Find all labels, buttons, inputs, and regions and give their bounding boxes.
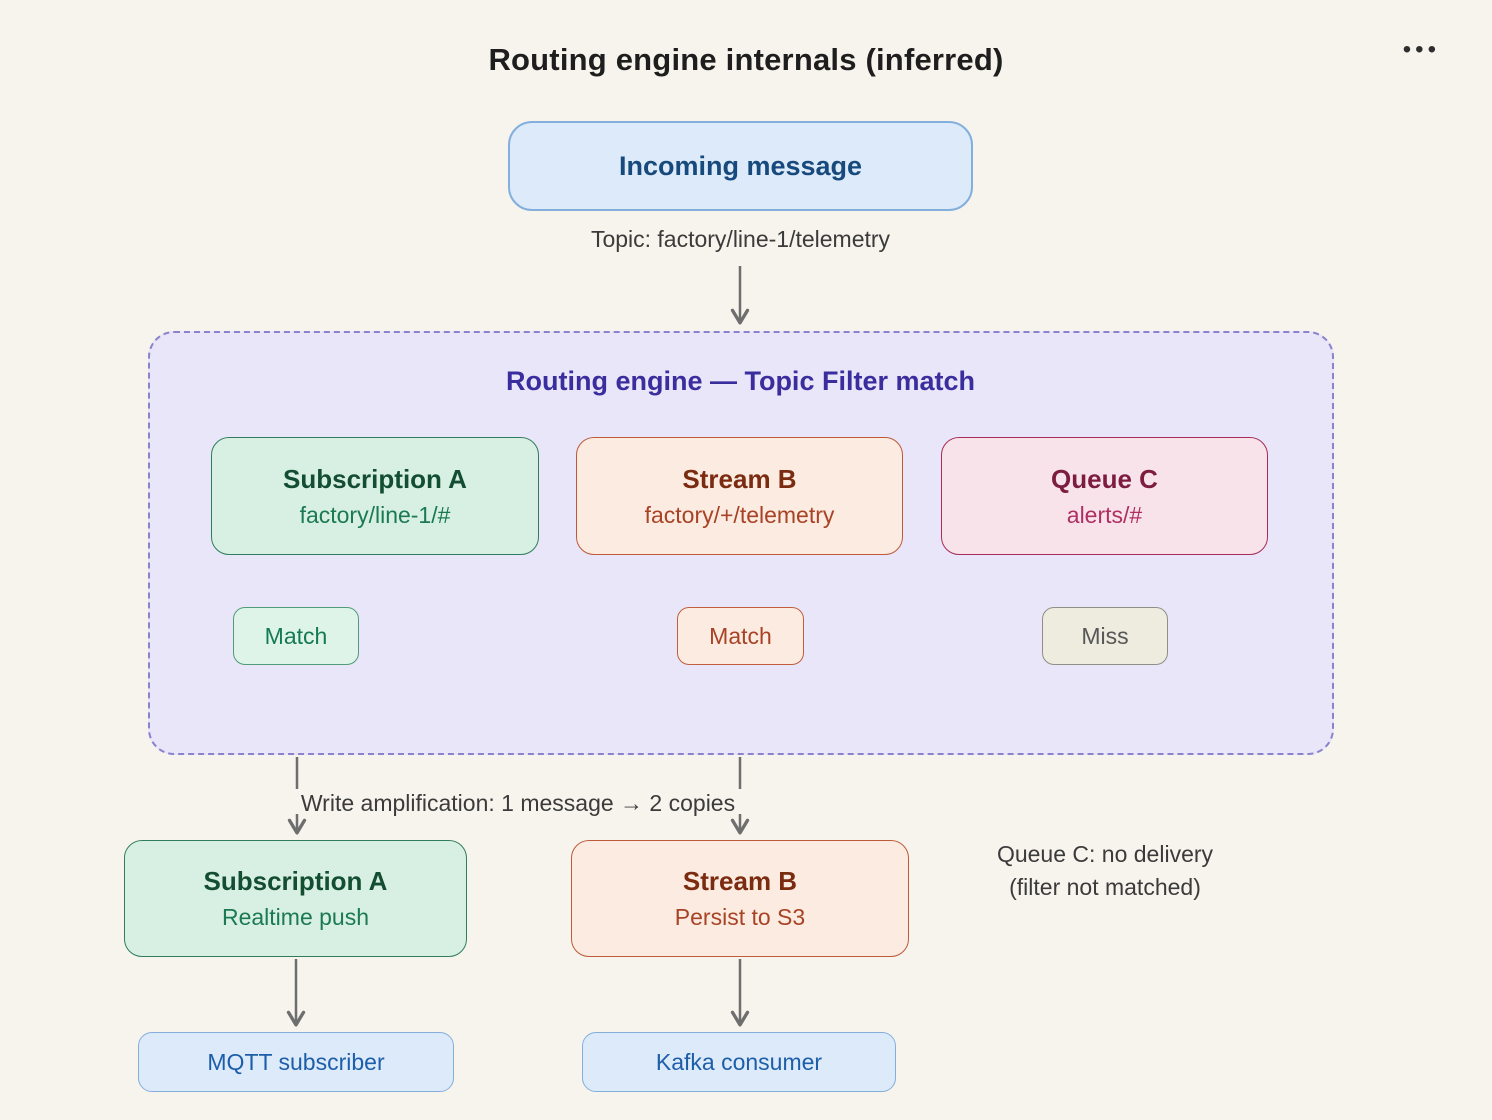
consumer-kafka-node: Kafka consumer (582, 1032, 896, 1092)
filter-subscription-a-name: Subscription A (283, 463, 467, 494)
incoming-message-node: Incoming message (508, 121, 973, 211)
result-chip-queue-c: Miss (1042, 607, 1168, 665)
consumer-kafka-label: Kafka consumer (655, 1048, 823, 1075)
page-title: Routing engine internals (inferred) (488, 42, 1004, 77)
filter-stream-b-node: Stream B factory/+/telemetry (576, 437, 903, 555)
output-stream-b-detail: Persist to S3 (674, 904, 806, 930)
result-chip-stream-b: Match (677, 607, 804, 665)
routing-engine-title: Routing engine — Topic Filter match (505, 366, 975, 396)
no-delivery-note-line2: (filter not matched) (1009, 874, 1201, 900)
output-stream-b-name: Stream B (682, 866, 798, 896)
filter-subscription-a-node: Subscription A factory/line-1/# (211, 437, 539, 555)
filter-stream-b-name: Stream B (682, 463, 797, 494)
filter-queue-c-name: Queue C (1051, 463, 1158, 494)
consumer-mqtt-label: MQTT subscriber (207, 1048, 385, 1075)
output-stream-b-node: Stream B Persist to S3 (571, 840, 909, 957)
output-subscription-a-detail: Realtime push (221, 904, 370, 930)
consumer-mqtt-node: MQTT subscriber (138, 1032, 454, 1092)
output-subscription-a-node: Subscription A Realtime push (124, 840, 467, 957)
result-chip-subscription-a: Match (233, 607, 359, 665)
filter-stream-b-pattern: factory/+/telemetry (644, 501, 835, 528)
filter-subscription-a-pattern: factory/line-1/# (299, 501, 451, 528)
no-delivery-note: Queue C: no delivery (filter not matched… (997, 838, 1213, 904)
write-amplification-label: Write amplification: 1 message → 2 copie… (300, 790, 736, 816)
incoming-message-label: Incoming message (618, 150, 863, 181)
filter-queue-c-pattern: alerts/# (1066, 501, 1143, 528)
filter-queue-c-node: Queue C alerts/# (941, 437, 1268, 555)
output-subscription-a-name: Subscription A (203, 866, 388, 896)
more-menu-icon[interactable]: ••• (1402, 36, 1440, 63)
incoming-topic-label: Topic: factory/line-1/telemetry (590, 226, 891, 252)
no-delivery-note-line1: Queue C: no delivery (996, 841, 1214, 867)
